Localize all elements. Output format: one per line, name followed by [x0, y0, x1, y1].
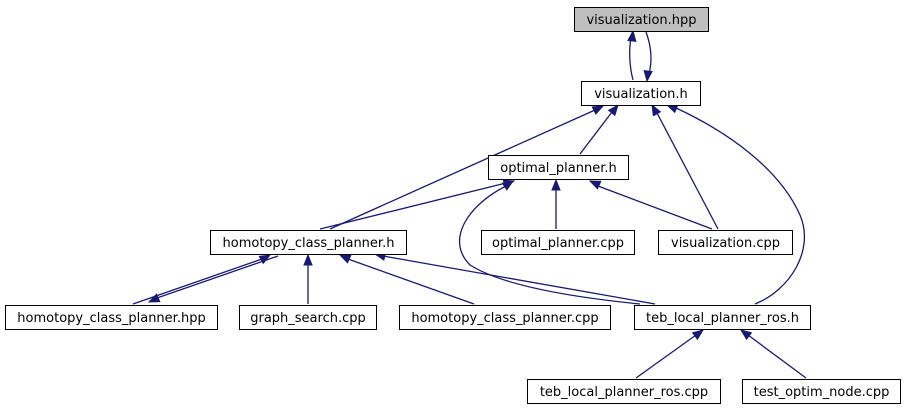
node-gs-cpp[interactable]: graph_search.cpp — [239, 305, 377, 330]
edge-line — [635, 334, 697, 379]
node-box[interactable] — [742, 379, 901, 404]
node-viz-cpp[interactable]: visualization.cpp — [658, 230, 793, 255]
edge-arrowhead — [591, 105, 605, 115]
edge-viz_cpp-to-opt_h — [588, 180, 713, 230]
node-box[interactable] — [634, 305, 811, 330]
edge-hcp_cpp-to-hcp_h — [338, 254, 475, 305]
node-hcp-hpp[interactable]: homotopy_class_planner.hpp — [5, 305, 218, 330]
edge-line — [458, 185, 641, 305]
edge-test_cpp-to-teb_h — [739, 329, 807, 379]
edge-line — [645, 31, 652, 75]
node-teb-cpp[interactable]: teb_local_planner_ros.cpp — [527, 379, 721, 404]
edge-gs_cpp-to-hcp_h — [303, 253, 313, 304]
edge-opt_h-to-viz_h — [579, 103, 619, 155]
node-label: optimal_planner.cpp — [492, 236, 624, 251]
edge-arrowhead — [303, 253, 313, 266]
node-label: visualization.cpp — [671, 236, 780, 251]
edge-hcp_h-to-opt_h — [319, 179, 516, 230]
edge-line — [347, 258, 475, 305]
edge-arrowhead — [665, 104, 679, 114]
edge-arrowhead — [607, 103, 619, 117]
edge-opt_cpp-to-opt_h — [551, 178, 561, 229]
edge-arrowhead — [147, 293, 161, 303]
node-box[interactable] — [527, 379, 721, 404]
node-label: test_optim_node.cpp — [754, 385, 890, 400]
edge-arrowhead — [627, 29, 637, 42]
edge-viz_h-to-viz_hpp — [627, 29, 637, 81]
edge-arrowhead — [588, 180, 602, 190]
edge-arrowhead — [739, 329, 753, 341]
node-opt-h[interactable]: optimal_planner.h — [488, 155, 629, 180]
node-opt-cpp[interactable]: optimal_planner.cpp — [481, 230, 635, 255]
node-box[interactable] — [481, 230, 635, 255]
node-box[interactable] — [574, 7, 709, 32]
edge-arrowhead — [651, 103, 662, 117]
edge-line — [579, 111, 613, 155]
edge-line — [656, 112, 719, 230]
edge-teb_h-to-hcp_h — [373, 251, 656, 305]
node-viz-hpp[interactable]: visualization.hpp — [574, 7, 709, 32]
node-box[interactable] — [5, 305, 218, 330]
edge-teb_h-to-viz_h — [665, 104, 805, 305]
node-box[interactable] — [239, 305, 377, 330]
node-label: visualization.h — [594, 87, 688, 102]
edge-line — [329, 109, 596, 230]
node-box[interactable] — [399, 305, 611, 330]
edge-arrowhead — [551, 178, 561, 191]
node-label: teb_local_planner_ros.cpp — [540, 385, 708, 400]
node-label: graph_search.cpp — [250, 311, 366, 326]
edge-line — [382, 255, 656, 305]
node-box[interactable] — [210, 230, 407, 255]
edge-line — [597, 185, 713, 230]
edge-line — [675, 107, 805, 305]
node-label: homotopy_class_planner.cpp — [411, 311, 598, 326]
edge-arrowhead — [501, 180, 515, 191]
node-label: homotopy_class_planner.h — [223, 236, 395, 251]
edge-arrowhead — [258, 254, 272, 265]
node-label: visualization.hpp — [586, 13, 696, 28]
node-hcp-cpp[interactable]: homotopy_class_planner.cpp — [399, 305, 611, 330]
edge-teb_cpp-to-teb_h — [635, 329, 705, 379]
node-label: optimal_planner.h — [500, 161, 617, 176]
edge-line — [132, 258, 263, 305]
edge-hcp_h-to-hcp_hpp — [147, 255, 279, 303]
node-teb-h[interactable]: teb_local_planner_ros.h — [634, 305, 811, 330]
edge-arrowhead — [691, 329, 705, 341]
edge-line — [747, 334, 807, 379]
edge-line — [156, 255, 279, 299]
edge-line — [629, 37, 634, 81]
node-box[interactable] — [581, 81, 701, 106]
node-label: homotopy_class_planner.hpp — [17, 311, 205, 326]
node-hcp-h[interactable]: homotopy_class_planner.h — [210, 230, 407, 255]
edge-viz_hpp-to-viz_h — [643, 31, 653, 83]
node-test-cpp[interactable]: test_optim_node.cpp — [742, 379, 901, 404]
edge-hcp_h-to-viz_h — [329, 105, 605, 230]
edge-arrowhead — [643, 70, 653, 83]
node-box[interactable] — [658, 230, 793, 255]
edge-arrowhead — [338, 254, 352, 264]
node-label: teb_local_planner_ros.h — [646, 311, 799, 326]
node-viz-h[interactable]: visualization.h — [581, 81, 701, 106]
edge-teb_h-to-opt_h — [458, 180, 641, 305]
node-box[interactable] — [488, 155, 629, 180]
edge-viz_cpp-to-viz_h — [651, 103, 719, 230]
edge-line — [319, 182, 507, 230]
